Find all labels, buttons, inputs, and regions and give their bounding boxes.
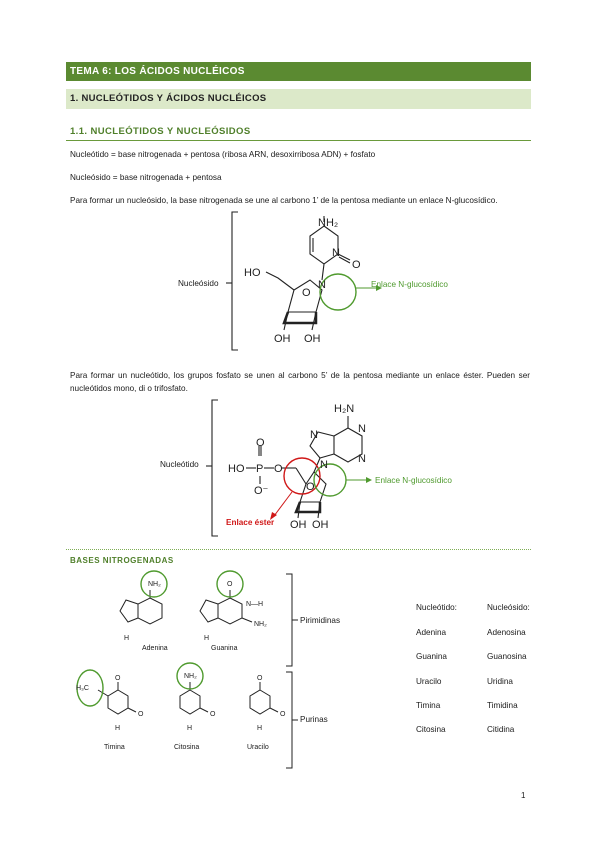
svg-text:O: O — [138, 711, 144, 718]
svg-text:NH₂: NH₂ — [184, 673, 197, 680]
section-title: 1. NUCLEÓTIDOS Y ÁCIDOS NUCLÉICOS — [66, 89, 531, 109]
nucleotido-label: Nucleótido — [160, 460, 199, 469]
base-name-citosina: Citosina — [174, 744, 200, 751]
topic-title: TEMA 6: LOS ÁCIDOS NUCLÉICOS — [66, 62, 531, 81]
svg-text:OH: OH — [274, 333, 291, 345]
table-cell: Timidina — [487, 701, 518, 710]
base-name-adenina: Adenina — [142, 645, 168, 652]
table-cell: Guanosina — [487, 652, 527, 661]
svg-text:O: O — [256, 437, 265, 449]
group-brackets — [286, 573, 298, 769]
table-cell: Adenina — [416, 628, 447, 637]
group-label-top: Pirimidinas — [300, 616, 341, 625]
table-cell: Citosina — [416, 725, 446, 734]
enlace-glucosidico-label-1: Enlace N-glucosídico — [371, 280, 448, 289]
table-header-nucleosido: Nucleósido: — [487, 603, 530, 612]
svg-text:H: H — [124, 635, 129, 642]
svg-text:OH: OH — [290, 519, 307, 531]
definition-nucleosido: Nucleósido = base nitrogenada + pentosa — [70, 173, 222, 182]
svg-text:O: O — [306, 481, 315, 493]
svg-text:N: N — [320, 459, 328, 471]
nucleosido-label: Nucleósido — [178, 279, 219, 288]
bases-rule — [66, 549, 531, 550]
bases-title: BASES NITROGENADAS — [70, 556, 174, 565]
svg-text:P: P — [256, 463, 263, 475]
svg-text:O: O — [302, 287, 311, 299]
svg-text:O: O — [115, 675, 121, 682]
subsection-rule — [66, 140, 531, 141]
paragraph-nucleosido: Para formar un nucleósido, la base nitro… — [70, 196, 498, 205]
table-cell: Uridina — [487, 677, 513, 686]
svg-text:H: H — [115, 725, 120, 732]
svg-text:O: O — [352, 259, 361, 271]
svg-text:H: H — [204, 635, 209, 642]
svg-text:O: O — [227, 581, 233, 588]
svg-text:NH₂: NH₂ — [148, 581, 161, 588]
svg-text:N: N — [332, 247, 340, 259]
table-cell: Guanina — [416, 652, 447, 661]
svg-text:O: O — [210, 711, 216, 718]
svg-text:NH₂: NH₂ — [254, 621, 267, 628]
svg-text:NH₂: NH₂ — [318, 217, 338, 229]
table-header-nucleotido: Nucleótido: — [416, 603, 457, 612]
definition-nucleotido: Nucleótido = base nitrogenada + pentosa … — [70, 150, 376, 159]
svg-text:N—H: N—H — [246, 601, 263, 608]
table-cell: Timina — [416, 701, 441, 710]
svg-text:N: N — [358, 423, 366, 435]
table-cell: Citidina — [487, 725, 515, 734]
table-cell: Uracilo — [416, 677, 442, 686]
svg-text:O: O — [257, 675, 263, 682]
svg-text:N: N — [310, 429, 318, 441]
group-label-bottom: Purinas — [300, 715, 328, 724]
svg-text:O⁻: O⁻ — [254, 485, 269, 497]
svg-text:H₃C: H₃C — [76, 685, 89, 692]
bases-structures: NH₂ O N—H NH₂ H₃C O O NH₂ O O O H H H H … — [76, 570, 286, 732]
enlace-glucosidico-label-2: Enlace N-glucosídico — [375, 476, 452, 485]
svg-text:N: N — [358, 453, 366, 465]
paragraph-nucleotido: Para formar un nucleótido, los grupos fo… — [70, 371, 530, 393]
svg-text:O: O — [280, 711, 286, 718]
nucleotide-structure: H₂N N N N N O HO P O O⁻ O OH OH — [206, 399, 372, 537]
svg-text:H: H — [257, 725, 262, 732]
svg-text:OH: OH — [304, 333, 321, 345]
svg-text:OH: OH — [312, 519, 329, 531]
svg-text:N: N — [318, 279, 326, 291]
svg-text:H: H — [187, 725, 192, 732]
svg-text:O: O — [274, 463, 283, 475]
enlace-ester-label: Enlace éster — [226, 518, 275, 527]
base-name-timina: Timina — [104, 744, 125, 751]
subsection-title: 1.1. NUCLEÓTIDOS Y NUCLEÓSIDOS — [70, 126, 251, 137]
page-number: 1 — [521, 791, 526, 800]
table-cell: Adenosina — [487, 628, 526, 637]
svg-text:HO: HO — [244, 267, 261, 279]
base-name-uracilo: Uracilo — [247, 744, 269, 751]
svg-text:HO: HO — [228, 463, 245, 475]
svg-text:H₂N: H₂N — [334, 403, 354, 415]
nucleoside-structure: NH₂ N O N O HO OH OH — [226, 211, 382, 351]
base-name-guanina: Guanina — [211, 645, 238, 652]
